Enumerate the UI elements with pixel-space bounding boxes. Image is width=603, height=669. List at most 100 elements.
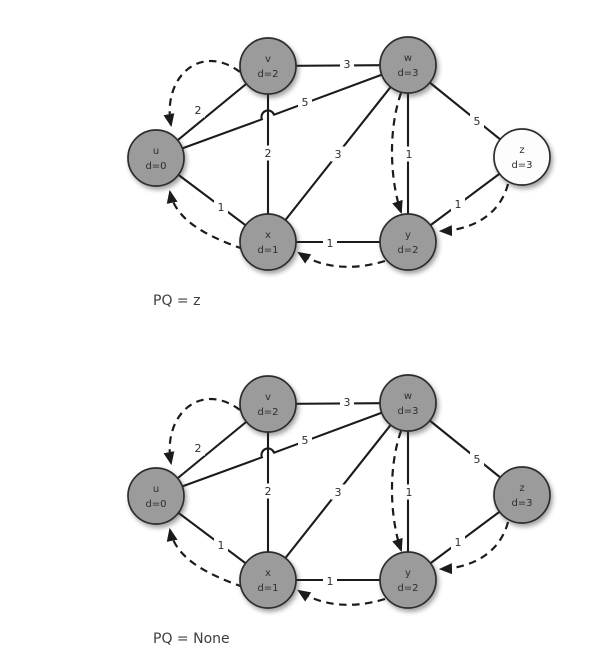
edge-weight-bg-w-z	[470, 113, 484, 129]
node-dist-label-w: d=3	[397, 406, 418, 417]
node-dist-label-z: d=3	[511, 160, 532, 171]
node-circle-y	[379, 213, 437, 271]
node-id-label-x: x	[265, 230, 271, 241]
edge-weight-bg-v-x	[261, 145, 275, 161]
node-circle-x	[239, 551, 297, 609]
edge-weight-y-z: 1	[455, 198, 462, 211]
node-id-label-w: w	[404, 53, 412, 64]
pred-arrow-v-u	[163, 60, 241, 128]
edge-weight-bg-u-x	[214, 199, 228, 215]
node-circle-v	[239, 37, 297, 95]
node-y: y d=2	[379, 551, 437, 609]
node-dist-label-y: d=2	[397, 583, 418, 594]
edge-weight-bg-v-w	[340, 394, 354, 410]
edge-weight-w-x: 3	[335, 148, 342, 161]
node-v: v d=2	[239, 37, 297, 95]
edge-weight-bg-u-v	[191, 440, 205, 456]
node-circle-w	[379, 36, 437, 94]
edge-weight-bg-y-z	[451, 534, 465, 550]
pred-arrow-x-u	[166, 527, 244, 589]
node-id-label-v: v	[265, 54, 271, 65]
node-circle-u	[127, 467, 185, 525]
node-circle-w	[379, 374, 437, 432]
node-circle-z	[493, 466, 551, 524]
node-u: u d=0	[127, 467, 185, 525]
pq-label-pq-none: PQ = None	[153, 631, 230, 647]
node-z: z d=3	[493, 128, 551, 186]
pred-arrow-x-u	[166, 189, 244, 251]
node-dist-label-u: d=0	[145, 499, 166, 510]
edge-weight-u-x: 1	[218, 201, 225, 214]
node-v: vd=2	[239, 375, 297, 433]
node-circle-x	[239, 213, 297, 271]
node-id-label-u: u	[153, 484, 159, 495]
edge-weight-bg-v-x	[261, 483, 275, 499]
node-id-label-z: z	[519, 145, 524, 156]
node-x: x d=1	[239, 213, 297, 271]
edge-weight-x-y: 1	[327, 575, 334, 588]
node-dist-label-u: d=0	[145, 161, 166, 172]
edge-weight-v-w: 3	[344, 396, 351, 409]
edge-weight-bg-u-w	[298, 94, 312, 110]
node-id-label-v: v	[265, 392, 271, 403]
node-dist-label-w: d=3	[397, 68, 418, 79]
edge-weight-u-w: 5	[302, 434, 309, 447]
edge-weight-bg-u-w	[298, 432, 312, 448]
pred-arrow-w-y	[390, 430, 403, 553]
node-circle-u	[127, 129, 185, 187]
node-id-label-y: y	[405, 568, 411, 579]
edge-weight-bg-x-y	[323, 235, 337, 251]
pred-arrow-z-y	[438, 521, 510, 575]
edge-weight-y-z: 1	[455, 536, 462, 549]
edge-weight-bg-w-y	[402, 484, 416, 500]
node-dist-label-z: d=3	[511, 498, 532, 509]
edge-weight-v-x: 2	[265, 485, 272, 498]
edge-weight-bg-v-w	[340, 56, 354, 72]
node-circle-z	[493, 128, 551, 186]
edge-weight-w-y: 1	[406, 148, 413, 161]
edge-weight-u-w: 5	[302, 96, 309, 109]
edge-weight-w-z: 5	[474, 115, 481, 128]
pred-arrow-z-y	[438, 183, 510, 237]
pred-arrow-w-y	[390, 92, 403, 215]
pred-arrow-v-u	[163, 398, 241, 466]
node-dist-label-v: d=2	[257, 69, 278, 80]
node-id-label-x: x	[265, 568, 271, 579]
edge-weight-bg-x-y	[323, 573, 337, 589]
edge-weight-bg-y-z	[451, 196, 465, 212]
pred-arrow-y-x	[297, 251, 386, 268]
edge-weight-bg-w-x	[331, 484, 345, 500]
node-u: u d=0	[127, 129, 185, 187]
node-id-label-z: z	[519, 483, 524, 494]
node-dist-label-x: d=1	[257, 583, 278, 594]
edge-weight-bg-w-z	[470, 451, 484, 467]
edge-weight-bg-w-y	[402, 146, 416, 162]
node-dist-label-y: d=2	[397, 245, 418, 256]
node-circle-v	[239, 375, 297, 433]
node-id-label-w: w	[404, 391, 412, 402]
edge-weight-v-w: 3	[344, 58, 351, 71]
edge-weight-x-y: 1	[327, 237, 334, 250]
edge-weight-w-y: 1	[406, 486, 413, 499]
edge-weight-w-x: 3	[335, 486, 342, 499]
edge-weight-u-v: 2	[195, 442, 202, 455]
pq-label-pq-z: PQ = z	[153, 293, 200, 309]
node-id-label-u: u	[153, 146, 159, 157]
edge-u-w	[154, 63, 410, 160]
graph-snapshot-pq-z: 2 5 1 3 2 3 1 5 1 1 u d=0 v d=2 w d=3 x d=1 y d=2 z d=3 PQ = z	[127, 36, 551, 309]
edge-weight-v-x: 2	[265, 147, 272, 160]
node-circle-y	[379, 551, 437, 609]
edge-weight-w-z: 5	[474, 453, 481, 466]
edge-weight-bg-w-x	[331, 146, 345, 162]
edge-weight-bg-u-x	[214, 537, 228, 553]
node-z: z d=3	[493, 466, 551, 524]
node-dist-label-x: d=1	[257, 245, 278, 256]
edge-u-w	[154, 401, 410, 498]
node-y: y d=2	[379, 213, 437, 271]
node-id-label-y: y	[405, 230, 411, 241]
edge-weight-u-v: 2	[195, 104, 202, 117]
pred-arrow-y-x	[297, 589, 386, 606]
